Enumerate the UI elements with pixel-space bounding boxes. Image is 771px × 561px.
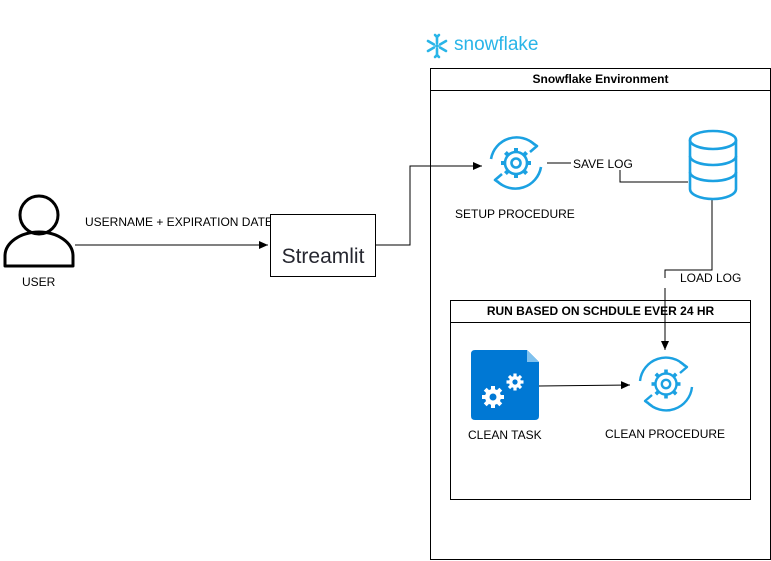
user-to-app-label: USERNAME + EXPIRATION DATE <box>85 215 273 229</box>
load-log-label: LOAD LOG <box>680 271 742 285</box>
clean-procedure-label: CLEAN PROCEDURE <box>605 427 726 441</box>
database-icon <box>688 129 738 201</box>
clean-procedure-icon <box>638 356 694 412</box>
clean-task-label: CLEAN TASK <box>468 428 542 442</box>
snowflake-logo-icon <box>426 33 448 59</box>
user-icon <box>3 194 75 268</box>
save-log-label: SAVE LOG <box>573 157 633 171</box>
setup-procedure-icon <box>489 136 543 190</box>
streamlit-label: Streamlit <box>281 245 365 268</box>
setup-procedure-label: SETUP PROCEDURE <box>455 207 575 221</box>
save-log-to-db-connector <box>619 170 688 183</box>
snowflake-logo-text: snowflake <box>454 34 539 55</box>
streamlit-to-setup-arrow <box>376 162 482 246</box>
schedule-title: RUN BASED ON SCHDULE EVER 24 HR <box>451 301 750 323</box>
snowflake-environment-title: Snowflake Environment <box>431 69 770 91</box>
clean-task-to-procedure-arrow <box>538 381 631 390</box>
schedule-container: RUN BASED ON SCHDULE EVER 24 HR <box>450 300 751 500</box>
db-to-load-log-connector <box>664 200 713 278</box>
clean-task-icon <box>471 350 539 420</box>
user-label: USER <box>22 275 56 289</box>
streamlit-app-box[interactable]: Streamlit <box>270 214 376 277</box>
